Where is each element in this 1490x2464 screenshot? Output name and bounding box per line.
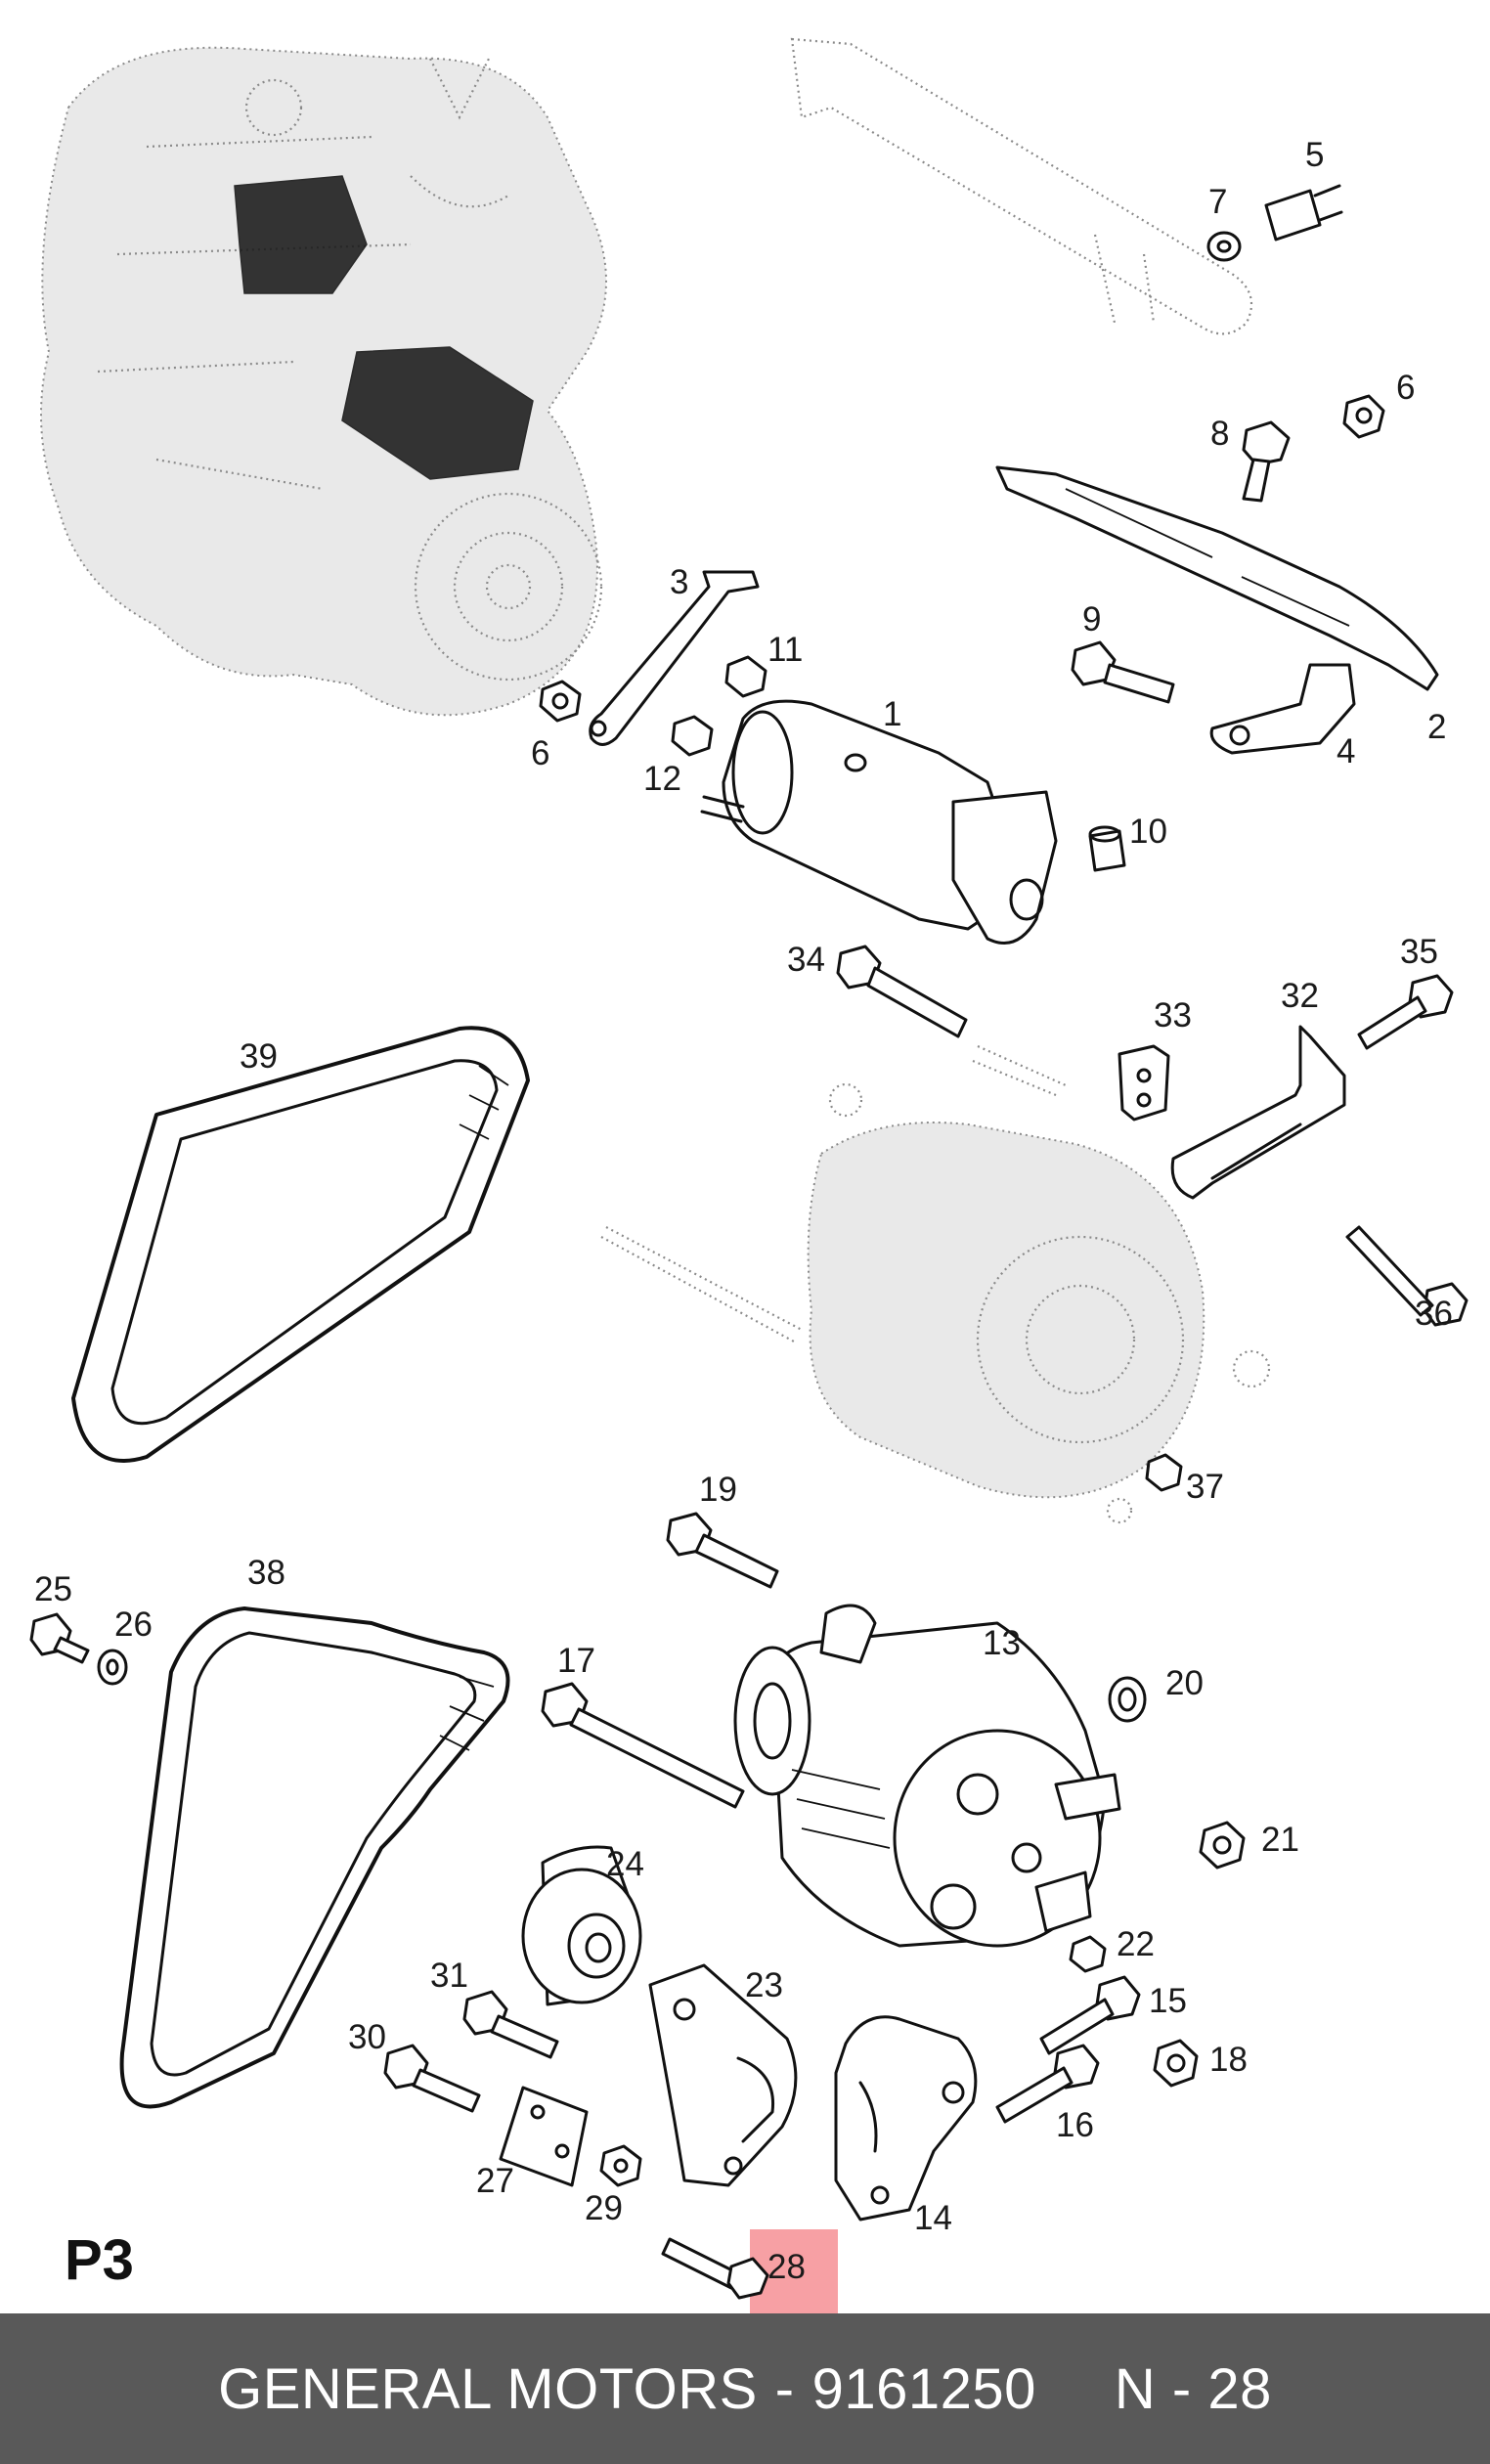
nut-21 bbox=[1199, 1821, 1246, 1870]
callout-36: 36 bbox=[1415, 1295, 1453, 1333]
bracket-2 bbox=[995, 465, 1439, 691]
callout-10: 10 bbox=[1129, 813, 1167, 851]
callout-21: 21 bbox=[1261, 1821, 1299, 1859]
callout-3: 3 bbox=[670, 563, 688, 601]
nut-29 bbox=[599, 2144, 642, 2187]
callout-32: 32 bbox=[1281, 977, 1319, 1015]
bolt-16 bbox=[995, 2044, 1100, 2124]
callout-2: 2 bbox=[1427, 708, 1446, 746]
bolt-35 bbox=[1357, 974, 1454, 1050]
block-33 bbox=[1118, 1044, 1170, 1122]
bolt-36 bbox=[1345, 1225, 1468, 1327]
drive-belt-38 bbox=[119, 1606, 510, 2109]
callout-24: 24 bbox=[606, 1845, 644, 1883]
stud-5 bbox=[1264, 184, 1343, 242]
bolt-15 bbox=[1039, 1975, 1141, 2055]
callout-23: 23 bbox=[745, 1966, 783, 2004]
footer-part-number: 9161250 bbox=[811, 2356, 1036, 2421]
engine-block-ghost bbox=[40, 46, 607, 717]
washer-26 bbox=[97, 1649, 128, 1686]
callout-20: 20 bbox=[1165, 1664, 1204, 1702]
nut-37 bbox=[1145, 1453, 1183, 1492]
callout-1: 1 bbox=[883, 695, 901, 733]
bolt-9 bbox=[1071, 640, 1175, 704]
callout-9: 9 bbox=[1082, 600, 1101, 638]
callout-6-upper: 6 bbox=[1396, 369, 1415, 407]
engine-dark-component-2 bbox=[341, 346, 534, 480]
alternator-bracket-14 bbox=[834, 2015, 978, 2222]
bracket-3 bbox=[589, 570, 760, 746]
bolt-30 bbox=[383, 2044, 481, 2113]
parts-diagram: 1 2 3 4 5 6 6 7 8 9 10 11 12 13 14 15 16… bbox=[29, 37, 1468, 2313]
callout-7: 7 bbox=[1208, 183, 1227, 221]
bracket-32 bbox=[1170, 1025, 1346, 1200]
bolt-31 bbox=[462, 1990, 559, 2059]
callout-25: 25 bbox=[34, 1570, 72, 1608]
callout-8: 8 bbox=[1210, 415, 1229, 453]
bolt-8 bbox=[1242, 420, 1291, 503]
stud-28 bbox=[661, 2237, 769, 2300]
callout-18: 18 bbox=[1209, 2041, 1248, 2079]
alternator-ghost bbox=[600, 1044, 1271, 1524]
callout-6-lower: 6 bbox=[531, 734, 549, 772]
callout-33: 33 bbox=[1154, 996, 1192, 1034]
callout-19: 19 bbox=[699, 1471, 737, 1509]
callout-38: 38 bbox=[247, 1554, 285, 1592]
callout-12: 12 bbox=[643, 760, 681, 798]
plate-27 bbox=[499, 2086, 589, 2187]
footer-ref-label: N - 28 bbox=[1114, 2356, 1272, 2421]
nut-18 bbox=[1153, 2039, 1199, 2088]
nut-6-lower bbox=[539, 680, 582, 723]
callout-labels: 1 2 3 4 5 6 6 7 8 9 10 11 12 13 14 15 16… bbox=[34, 136, 1453, 2286]
callout-31: 31 bbox=[430, 1957, 468, 1995]
footer-brand: GENERAL MOTORS bbox=[218, 2356, 758, 2421]
bush-20 bbox=[1108, 1676, 1147, 1723]
washer-7 bbox=[1206, 231, 1242, 262]
nut-12 bbox=[671, 715, 714, 757]
callout-30: 30 bbox=[348, 2018, 386, 2056]
callout-39: 39 bbox=[240, 1037, 278, 1076]
starter-motor-1 bbox=[700, 699, 1058, 945]
callout-5: 5 bbox=[1305, 136, 1324, 174]
shaft-ghost bbox=[790, 37, 1253, 335]
callout-17: 17 bbox=[557, 1642, 595, 1680]
nut-6-upper bbox=[1342, 394, 1385, 439]
alternator-13 bbox=[733, 1604, 1121, 1948]
bolt-25 bbox=[29, 1612, 90, 1664]
callout-4: 4 bbox=[1337, 732, 1355, 770]
callout-26: 26 bbox=[114, 1606, 153, 1644]
engine-dark-component-1 bbox=[234, 175, 368, 294]
callout-15: 15 bbox=[1149, 1982, 1187, 2020]
bush-10 bbox=[1088, 825, 1126, 872]
footer-separator: - bbox=[774, 2356, 795, 2421]
callout-13: 13 bbox=[983, 1624, 1021, 1662]
bolt-17 bbox=[541, 1682, 745, 1809]
nut-11 bbox=[724, 655, 767, 698]
drive-belt-39 bbox=[71, 1026, 530, 1463]
callout-16: 16 bbox=[1056, 2106, 1094, 2144]
callout-14: 14 bbox=[914, 2199, 952, 2237]
bolt-19 bbox=[666, 1512, 779, 1589]
nut-22 bbox=[1069, 1935, 1107, 1973]
callout-37: 37 bbox=[1186, 1468, 1224, 1506]
idler-pulley-24 bbox=[521, 1845, 642, 2006]
callout-34: 34 bbox=[787, 941, 825, 979]
bolt-34 bbox=[836, 945, 968, 1038]
callout-35: 35 bbox=[1400, 933, 1438, 971]
bracket-4 bbox=[1209, 663, 1356, 755]
callout-27: 27 bbox=[476, 2162, 514, 2200]
footer-bar: GENERAL MOTORS - 9161250 N - 28 bbox=[0, 2313, 1490, 2464]
page-label: P3 bbox=[65, 2228, 134, 2292]
callout-11: 11 bbox=[767, 631, 803, 669]
callout-22: 22 bbox=[1117, 1925, 1155, 1963]
callout-28: 28 bbox=[767, 2248, 806, 2286]
callout-29: 29 bbox=[585, 2189, 623, 2227]
tensioner-bracket-23 bbox=[648, 1963, 798, 2187]
